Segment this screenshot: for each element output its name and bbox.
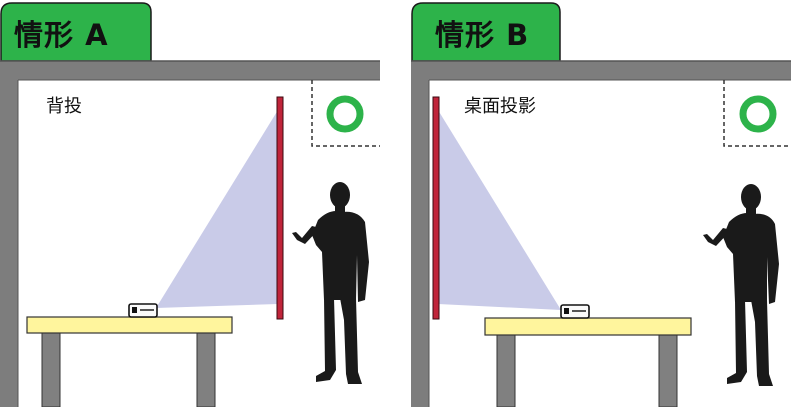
status-box	[311, 80, 380, 147]
table-top	[26, 316, 233, 334]
projector-icon	[128, 303, 158, 318]
scenario-b-title: 情形 B	[435, 18, 530, 52]
left-wall	[411, 61, 429, 407]
left-wall	[0, 61, 18, 407]
ok-circle-icon	[739, 95, 777, 133]
rear-screen	[276, 96, 284, 320]
scenario-a-caption: 背投	[46, 96, 82, 117]
scenario-b-tab	[411, 2, 561, 62]
scenario-b-caption: 桌面投影	[464, 96, 536, 117]
scenario-a-title: 情形 A	[14, 18, 109, 52]
scenario-b-panel: 情形 B 桌面投影	[411, 0, 791, 407]
ok-circle-icon	[326, 95, 364, 133]
wall-screen	[432, 96, 440, 320]
projection-beam	[156, 110, 278, 308]
table-leg-left	[496, 334, 516, 407]
projection-beam	[438, 110, 561, 310]
presenter-silhouette	[292, 182, 369, 384]
table-leg-right	[196, 332, 216, 407]
status-box	[723, 80, 791, 147]
scenario-a-panel: 情形 A 背投	[0, 0, 380, 407]
ceiling	[411, 61, 791, 80]
presenter-silhouette	[703, 184, 779, 386]
scenario-a-illustration	[0, 2, 380, 407]
scenario-b-illustration	[411, 2, 791, 407]
scenario-a-tab	[0, 2, 152, 62]
projector-icon	[560, 304, 590, 319]
table-leg-left	[41, 332, 61, 407]
ceiling	[0, 61, 380, 80]
table-top	[484, 317, 692, 336]
table-leg-right	[658, 334, 678, 407]
